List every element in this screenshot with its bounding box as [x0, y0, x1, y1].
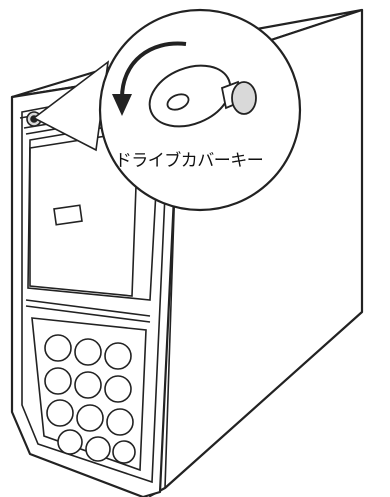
drive-cover-key-label: ドライブカバーキー	[114, 151, 264, 171]
vent-grille	[44, 334, 136, 464]
drive-cover-panel	[29, 130, 139, 297]
vent-hole	[104, 342, 132, 370]
magnified-callout	[98, 8, 302, 212]
vent-hole	[74, 371, 102, 399]
vent-hole	[57, 429, 83, 455]
vent-hole	[85, 436, 111, 462]
bay-divider	[25, 299, 151, 317]
rotate-arrow-head-icon	[112, 94, 132, 116]
grille-frame	[31, 317, 147, 472]
cover-slot	[53, 204, 83, 226]
vent-hole	[74, 338, 102, 366]
vent-hole	[112, 440, 136, 464]
vent-hole	[44, 367, 72, 395]
vent-hole	[104, 375, 132, 403]
key-bow-hole	[166, 93, 190, 111]
bay-divider-2	[25, 305, 151, 323]
rotate-arrow-icon	[120, 41, 187, 99]
vent-hole	[106, 408, 134, 436]
lock-cylinder	[231, 81, 257, 115]
vent-hole	[46, 399, 74, 427]
vent-hole	[76, 404, 104, 432]
vent-hole	[44, 334, 72, 362]
key-bow	[148, 64, 232, 128]
